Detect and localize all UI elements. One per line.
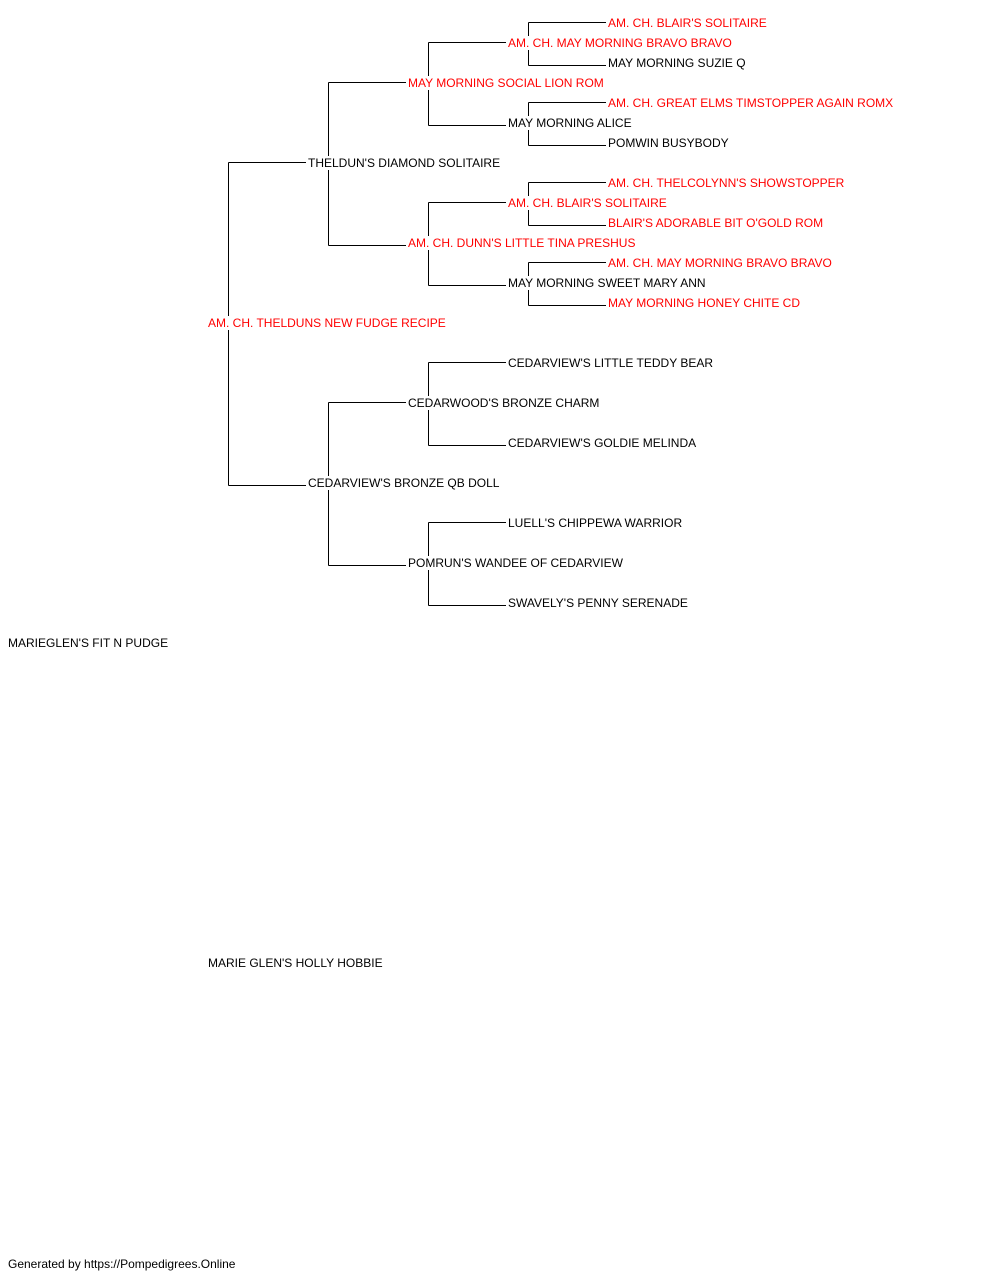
pedigree-entry-ss[interactable]: THELDUN'S DIAMOND SOLITAIRE [307,156,502,170]
pedigree-entry-sdds[interactable]: LUELL'S CHIPPEWA WARRIOR [507,516,684,530]
pedigree-entry-ssdsd[interactable]: BLAIR'S ADORABLE BIT O'GOLD ROM [607,216,825,230]
pedigree-entry-d[interactable]: MARIE GLEN'S HOLLY HOBBIE [207,956,384,970]
pedigree-entry-sssdd[interactable]: POMWIN BUSYBODY [607,136,730,150]
pedigree-entry-sss[interactable]: MAY MORNING SOCIAL LION ROM [407,76,605,90]
pedigree-entry-sd[interactable]: CEDARVIEW'S BRONZE QB DOLL [307,476,501,490]
pedigree-entry-sssds[interactable]: AM. CH. GREAT ELMS TIMSTOPPER AGAIN ROMX [607,96,895,110]
pedigree-entry-sdss[interactable]: CEDARVIEW'S LITTLE TEDDY BEAR [507,356,715,370]
pedigree-entry-ssdds[interactable]: AM. CH. MAY MORNING BRAVO BRAVO [607,256,833,270]
pedigree-entry-sddd[interactable]: SWAVELY'S PENNY SERENADE [507,596,689,610]
pedigree-entry-ssdd[interactable]: MAY MORNING SWEET MARY ANN [507,276,707,290]
pedigree-entry-sssss[interactable]: AM. CH. BLAIR'S SOLITAIRE [607,16,768,30]
pedigree-entry-s[interactable]: AM. CH. THELDUNS NEW FUDGE RECIPE [207,316,447,330]
pedigree-entry-ssss[interactable]: AM. CH. MAY MORNING BRAVO BRAVO [507,36,733,50]
pedigree-entry-dog[interactable]: MARIEGLEN'S FIT N PUDGE [7,636,170,650]
pedigree-entry-sds[interactable]: CEDARWOOD'S BRONZE CHARM [407,396,601,410]
pedigree-entry-sdd[interactable]: POMRUN'S WANDEE OF CEDARVIEW [407,556,624,570]
pedigree-entry-ssssd[interactable]: MAY MORNING SUZIE Q [607,56,747,70]
pedigree-entry-sdsd[interactable]: CEDARVIEW'S GOLDIE MELINDA [507,436,698,450]
pedigree-entry-ssdss[interactable]: AM. CH. THELCOLYNN'S SHOWSTOPPER [607,176,846,190]
footer-credit: Generated by https://Pompedigrees.Online [8,1257,236,1271]
pedigree-entry-ssd[interactable]: AM. CH. DUNN'S LITTLE TINA PRESHUS [407,236,637,250]
pedigree-entry-sssd[interactable]: MAY MORNING ALICE [507,116,633,130]
pedigree-entry-ssddd[interactable]: MAY MORNING HONEY CHITE CD [607,296,802,310]
pedigree-entry-ssds[interactable]: AM. CH. BLAIR'S SOLITAIRE [507,196,668,210]
